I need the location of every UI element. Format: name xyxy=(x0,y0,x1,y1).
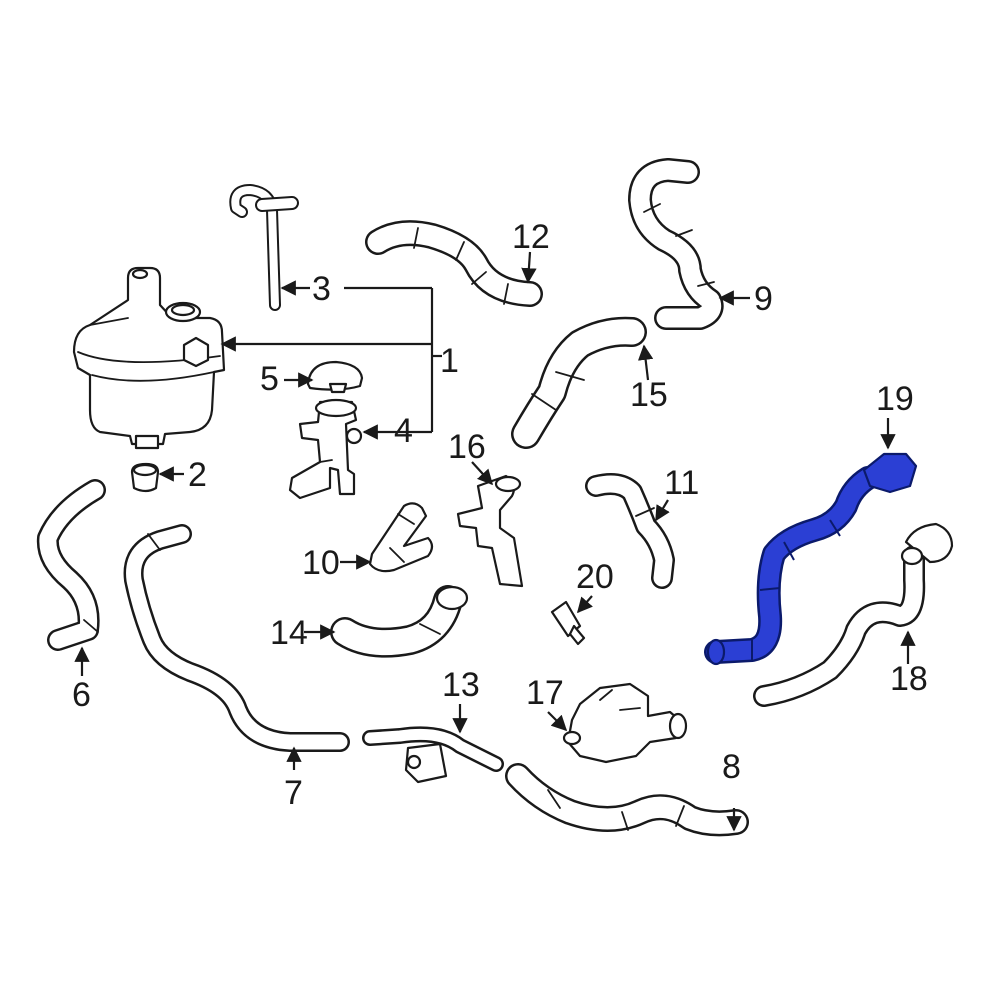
reservoir-cap[interactable] xyxy=(306,360,364,394)
hose-10[interactable] xyxy=(368,502,434,573)
water-inlet-16[interactable] xyxy=(456,474,524,588)
hose-18[interactable] xyxy=(753,522,954,707)
coolant-reservoir-tank[interactable] xyxy=(72,266,226,450)
hose-11[interactable] xyxy=(585,473,675,589)
hose-15[interactable] xyxy=(511,316,647,449)
callout-7: 7 xyxy=(284,774,303,812)
hose-12[interactable] xyxy=(365,220,543,307)
hose-6[interactable] xyxy=(36,479,106,651)
callout-20: 20 xyxy=(576,558,614,596)
callout-6: 6 xyxy=(72,676,91,714)
callout-15: 15 xyxy=(630,376,668,414)
callout-12: 12 xyxy=(512,218,550,256)
callout-4: 4 xyxy=(394,412,413,450)
callout-5: 5 xyxy=(260,360,279,398)
water-outlet-valve[interactable] xyxy=(288,398,363,500)
callout-2: 2 xyxy=(188,456,207,494)
callout-10: 10 xyxy=(302,544,340,582)
callout-19: 19 xyxy=(876,380,914,418)
hose-19-highlighted[interactable] xyxy=(704,452,918,666)
callout-9: 9 xyxy=(754,280,773,318)
reservoir-grommet[interactable] xyxy=(130,462,160,493)
hose-9[interactable] xyxy=(628,158,724,330)
callout-11: 11 xyxy=(664,464,699,502)
sensor-20[interactable] xyxy=(550,600,586,646)
callout-1: 1 xyxy=(440,342,459,380)
vent-hose[interactable] xyxy=(229,184,299,311)
callout-14: 14 xyxy=(270,614,308,652)
hose-7[interactable] xyxy=(123,524,350,752)
callout-16: 16 xyxy=(448,428,486,466)
hose-14[interactable] xyxy=(330,585,469,658)
callout-leaders xyxy=(74,251,916,832)
callout-8: 8 xyxy=(722,748,741,786)
callout-18: 18 xyxy=(890,660,928,698)
hose-8[interactable] xyxy=(505,763,749,837)
callout-17: 17 xyxy=(526,674,564,712)
callout-13: 13 xyxy=(442,666,480,704)
callout-3: 3 xyxy=(312,270,331,308)
pipe-13[interactable] xyxy=(362,726,504,784)
thermostat-housing[interactable] xyxy=(562,682,688,764)
